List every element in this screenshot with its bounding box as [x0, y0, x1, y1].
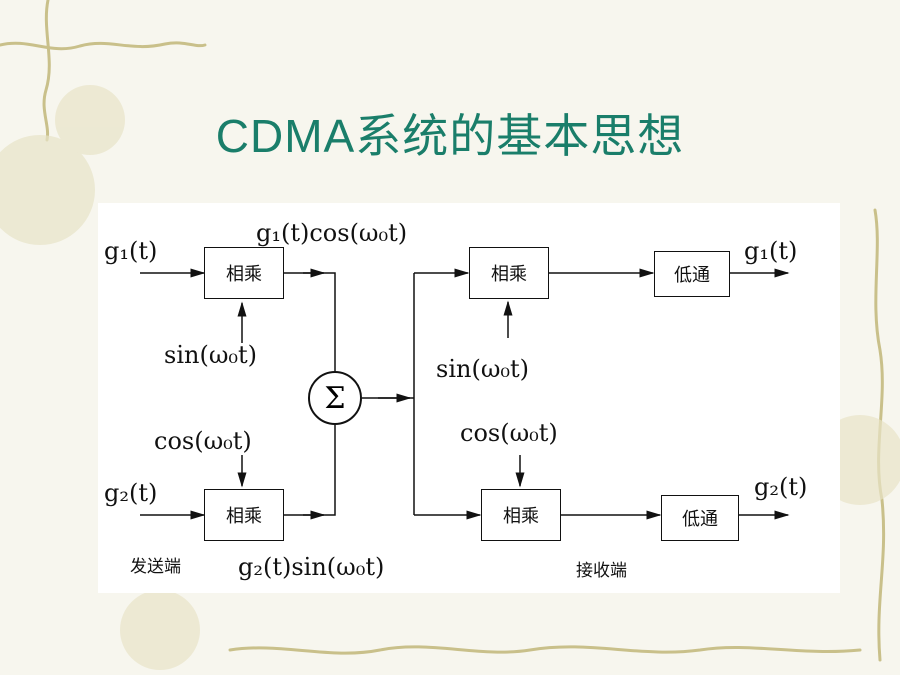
decor-blob: [120, 590, 200, 670]
rx-output-1-label: g₁(t): [744, 237, 798, 265]
rx-lowpass-2: 低通: [661, 495, 739, 541]
rx-output-2-label: g₂(t): [754, 473, 808, 501]
top-left-vine: [0, 41, 207, 51]
cdma-block-diagram: 相乘 相乘 Σ 相乘 相乘 低通 低通 g₁(t) g₂(t) g₁(t)cos…: [98, 203, 840, 593]
tx-mixer-2: 相乘: [204, 489, 284, 541]
rx-carrier-2-label: cos(ω₀t): [460, 419, 558, 447]
decor-blob: [0, 135, 95, 245]
page-title: CDMA系统的基本思想: [215, 110, 685, 162]
tx-product-2-label: g₂(t)sin(ω₀t): [238, 553, 385, 581]
rx-carrier-1-label: sin(ω₀t): [436, 355, 530, 383]
line-tx-product-1: [283, 272, 336, 371]
rx-section-label: 接收端: [576, 561, 627, 581]
rx-mixer-2: 相乘: [481, 489, 561, 541]
tx-input-2-label: g₂(t): [104, 479, 158, 507]
tx-product-1-label: g₁(t)cos(ω₀t): [256, 219, 408, 247]
rx-mixer-1: 相乘: [469, 247, 549, 299]
signal-lines: [140, 268, 790, 520]
left-vine: [42, 0, 51, 142]
line-tx-product-2: [283, 425, 336, 516]
tx-mixer-1: 相乘: [204, 247, 284, 299]
tx-carrier-1-label: sin(ω₀t): [164, 341, 258, 369]
tx-carrier-2-label: cos(ω₀t): [154, 427, 252, 455]
rx-lowpass-1: 低通: [654, 251, 730, 297]
summer-node: Σ: [308, 371, 362, 425]
tx-input-1-label: g₁(t): [104, 237, 158, 265]
bottom-vine: [228, 645, 862, 655]
tx-section-label: 发送端: [130, 557, 181, 577]
decor-blob: [55, 85, 125, 155]
